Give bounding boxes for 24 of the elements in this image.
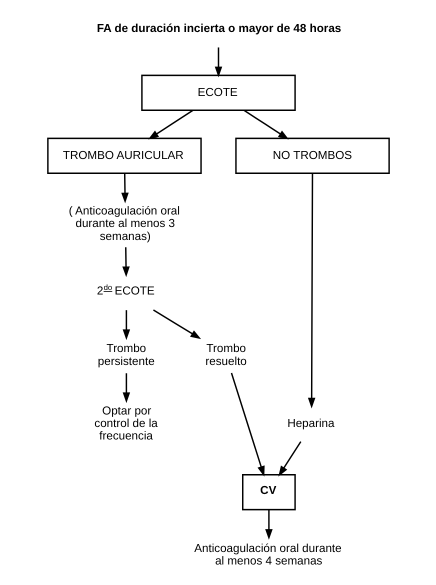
node-box: ECOTE — [140, 74, 296, 111]
arrow — [120, 174, 128, 204]
arrow — [214, 47, 222, 78]
arrow — [243, 110, 288, 140]
arrow — [264, 510, 272, 540]
arrow — [230, 372, 264, 477]
arrow — [122, 247, 130, 278]
arrow — [278, 441, 301, 477]
arrow — [152, 309, 201, 340]
node-text: Heparina — [286, 416, 334, 430]
node-text: 2$^{do}$ ECOTE — [96, 283, 154, 298]
node-text: ( Anticoagulación oral durante al menos 3 semanas) — [68, 204, 180, 243]
node-text: Trombo resuelto — [204, 342, 246, 368]
node-text: FA de duración incierta o mayor de 48 horas — [96, 22, 341, 35]
node-text: Trombo persistente — [97, 342, 154, 368]
node-text: Anticoagulación oral durante al menos 4 semanas — [194, 542, 342, 568]
node-box: NO TROMBOS — [234, 138, 390, 174]
node-text: Optar por control de la frecuencia — [94, 404, 158, 442]
node-box: CV — [242, 474, 296, 510]
node-box: TROMBO AURICULAR — [46, 138, 202, 174]
arrow — [148, 110, 193, 140]
arrow — [122, 310, 130, 340]
arrow — [307, 173, 315, 408]
arrow — [122, 373, 130, 404]
